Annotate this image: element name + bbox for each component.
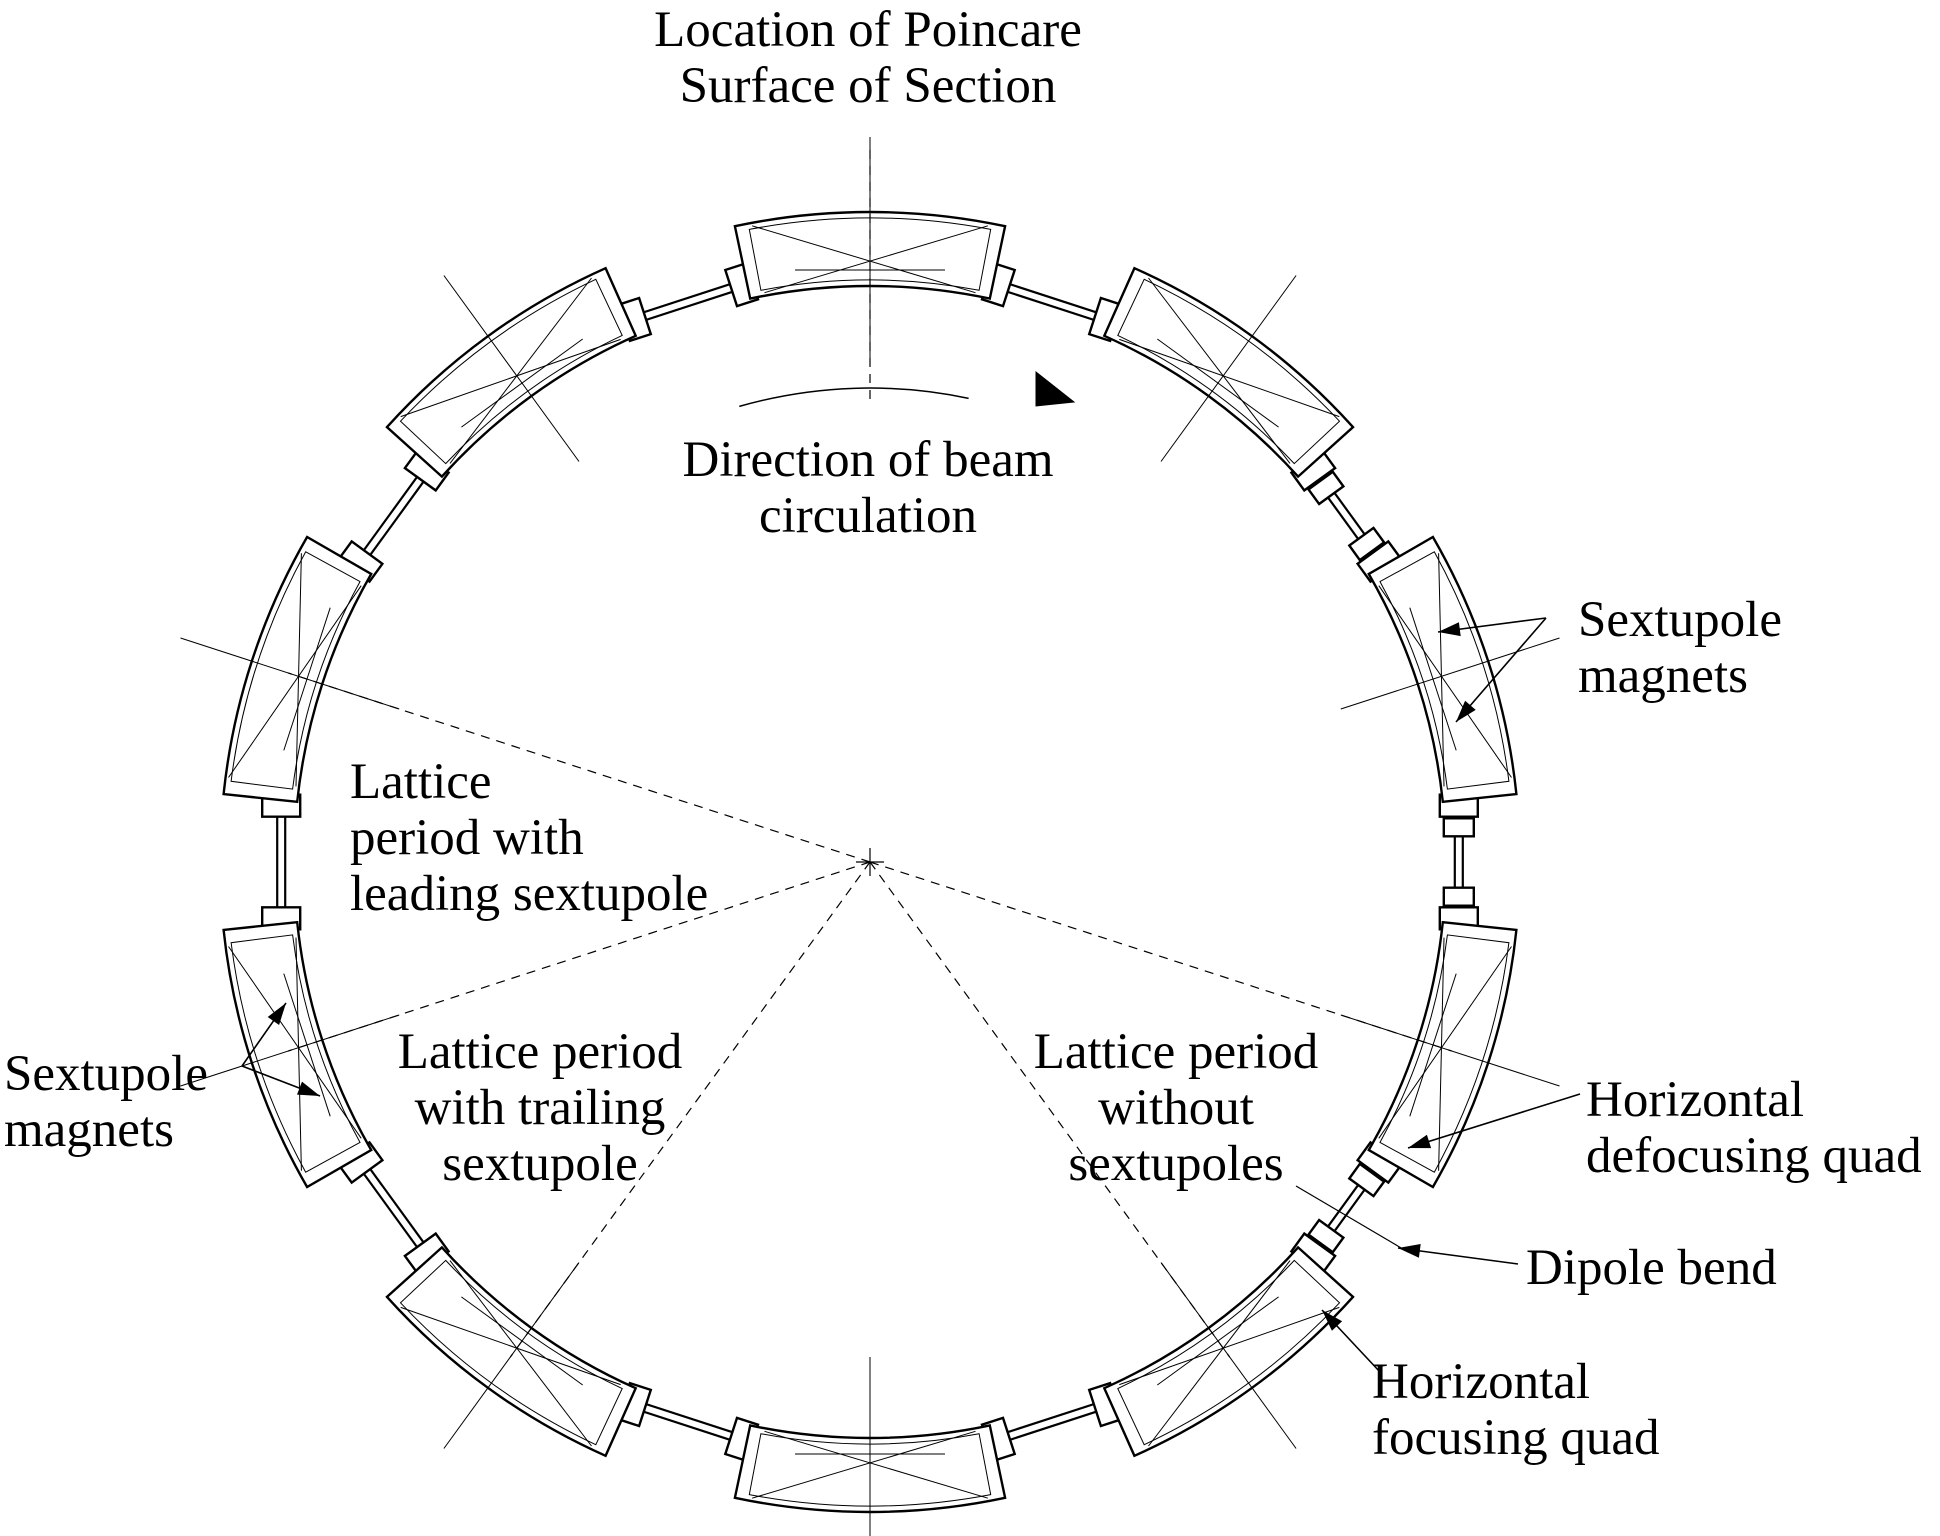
dipole-cross-line [295,553,302,787]
dipole-bend-magnet [1102,1245,1355,1458]
beam-pipe [353,462,428,565]
dipole-inner-outline [230,551,361,790]
period-boundary-line [869,861,1231,1358]
sextupole-magnet [1306,470,1346,506]
sextupole-arrow-left-lower-head [297,1081,320,1096]
focusing-quad-arrow-head [1322,1310,1343,1331]
sextupole-magnet [1306,1218,1346,1254]
dipole-bend-magnet [222,535,373,804]
dipole-tangent-line [1409,973,1457,1117]
dipole-tangent-line [461,1296,583,1386]
beam-pipe [359,1154,435,1257]
dipole-inner-outline [748,217,992,291]
dipole-cross-line [1148,1260,1291,1447]
beam-pipe [359,467,435,570]
beam-pipe [627,278,747,319]
beam-direction-arc [739,387,969,408]
dipole-cross-line [764,1430,989,1499]
dipole-tangent-line [283,973,331,1117]
period-boundary-line [287,861,871,1052]
sextupole-magnet [1347,1162,1386,1198]
dipole-inner-outline [1117,278,1341,465]
dipole-bend-arrow-head [1398,1244,1421,1258]
dipole-cross-line [295,937,302,1171]
dipole-cross-line [1438,937,1445,1171]
beam-direction-arrowhead [1035,370,1076,407]
dipole-inner-outline [1379,934,1510,1173]
dipole-bend-magnet [385,266,638,479]
dipole-inner-outline [399,278,623,465]
dipole-bend-magnet [385,1245,638,1458]
period-boundary-line [869,861,1453,1052]
ring-layer [180,137,1560,1536]
dipole-tangent-line [461,338,583,428]
sextupole-magnet [1442,886,1476,907]
period-boundary-line [509,861,871,1358]
dipole-cross-line [228,946,362,1139]
dipole-cross-line [1119,1306,1340,1386]
dipole-tangent-line [1409,607,1457,751]
dipole-cross-line [449,277,592,464]
dipole-cross-line [400,1306,621,1386]
dipole-cross-line [764,225,989,294]
dipole-cross-line [400,338,621,418]
dipole-cross-line [751,225,976,294]
dipole-tangent-line [283,607,331,751]
dipole-bend-magnet [222,920,373,1189]
beam-pipe [627,1405,747,1446]
sextupole-magnet [1347,526,1386,562]
annotation-layer [241,150,1581,1373]
dipole-bend-magnet [1367,535,1518,804]
beam-pipe [993,278,1113,319]
dipole-radial-line [1340,637,1560,710]
dipole-tangent-line [1157,1296,1279,1386]
dipole-inner-outline [748,1433,992,1507]
beam-pipe [991,1397,1110,1439]
dipole-radial-line [1160,275,1297,462]
period-boundary-line [287,672,871,863]
dipole-radial-line [443,275,580,462]
dipole-cross-line [1148,277,1291,464]
beam-pipe [993,1405,1113,1446]
sextupole-arrow-lower-head [1456,700,1476,722]
defocusing-quad-arrow [1407,1093,1581,1149]
dipole-inner-outline [1379,551,1510,790]
beam-pipe [630,285,749,327]
dipole-bend-magnet [1102,266,1355,479]
sextupole-arrow-lower [1455,617,1547,723]
dipole-inner-outline [399,1259,623,1446]
dipole-bend-magnet [1367,920,1518,1189]
dipole-inner-outline [1117,1259,1341,1446]
beam-pipe [630,1397,749,1439]
dipole-tangent-line [1157,338,1279,428]
dipole-cross-line [1378,585,1512,778]
dipole-cross-line [228,585,362,778]
defocusing-quad-arrow-head [1408,1134,1432,1149]
label-tick [1295,1185,1409,1253]
dipole-inner-outline [230,934,361,1173]
sextupole-magnet [1442,817,1476,838]
beam-pipe [353,1159,428,1262]
sextupole-arrow-left-upper-head [267,1003,286,1025]
dipole-cross-line [1438,553,1445,787]
dipole-cross-line [751,1430,976,1499]
dipole-cross-line [1378,946,1512,1139]
sextupole-arrow-upper-head [1438,622,1461,637]
dipole-cross-line [449,1260,592,1447]
beam-pipe [991,285,1110,327]
dipole-cross-line [1119,338,1340,418]
